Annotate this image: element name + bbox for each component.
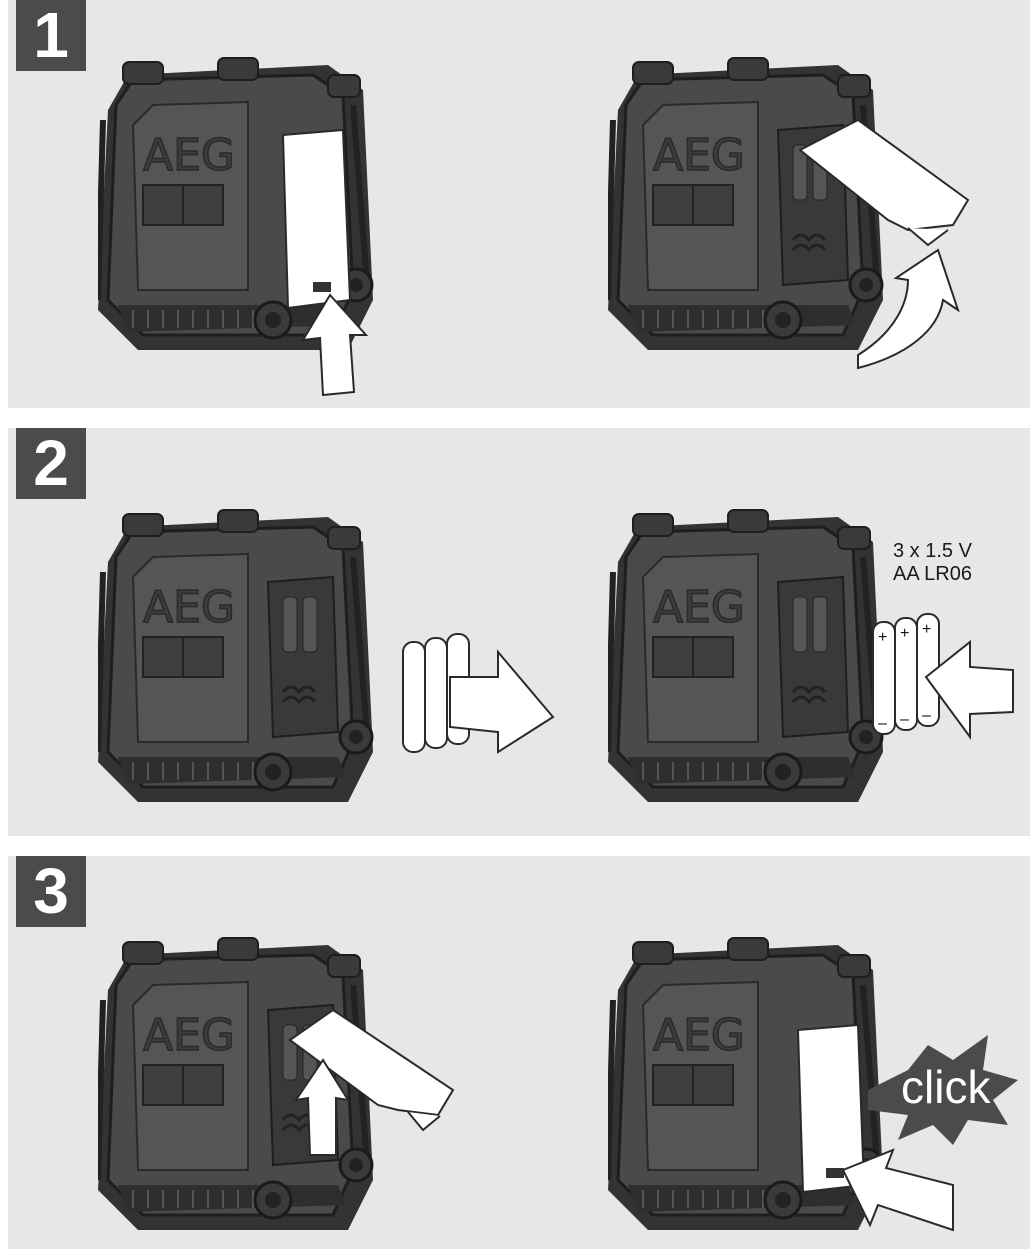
device-open-remove-batteries — [98, 502, 568, 822]
step-3-panel: 3 click — [8, 856, 1030, 1249]
click-label: click — [901, 1062, 990, 1112]
step-number: 3 — [16, 856, 86, 927]
plus-mark: + — [922, 621, 931, 638]
battery-spec-line1: 3 x 1.5 V — [893, 540, 972, 563]
battery-spec-label: 3 x 1.5 V AA LR06 — [893, 540, 972, 586]
device-cover-opening — [608, 50, 988, 390]
step-2-panel: 2 + + + – – – 3 x 1.5 V AA LR06 — [8, 428, 1030, 836]
plus-mark: + — [878, 629, 887, 646]
step-number: 1 — [16, 0, 86, 71]
minus-mark: – — [922, 707, 931, 724]
minus-mark: – — [900, 711, 909, 728]
plus-mark: + — [900, 625, 909, 642]
battery-cover — [283, 130, 350, 308]
device-closed-press-latch — [98, 50, 398, 410]
minus-mark: – — [878, 715, 887, 732]
step-1-panel: 1 — [8, 0, 1030, 408]
device-cover-closing — [98, 930, 478, 1240]
step-number: 2 — [16, 428, 86, 499]
battery-spec-line2: AA LR06 — [893, 563, 972, 586]
